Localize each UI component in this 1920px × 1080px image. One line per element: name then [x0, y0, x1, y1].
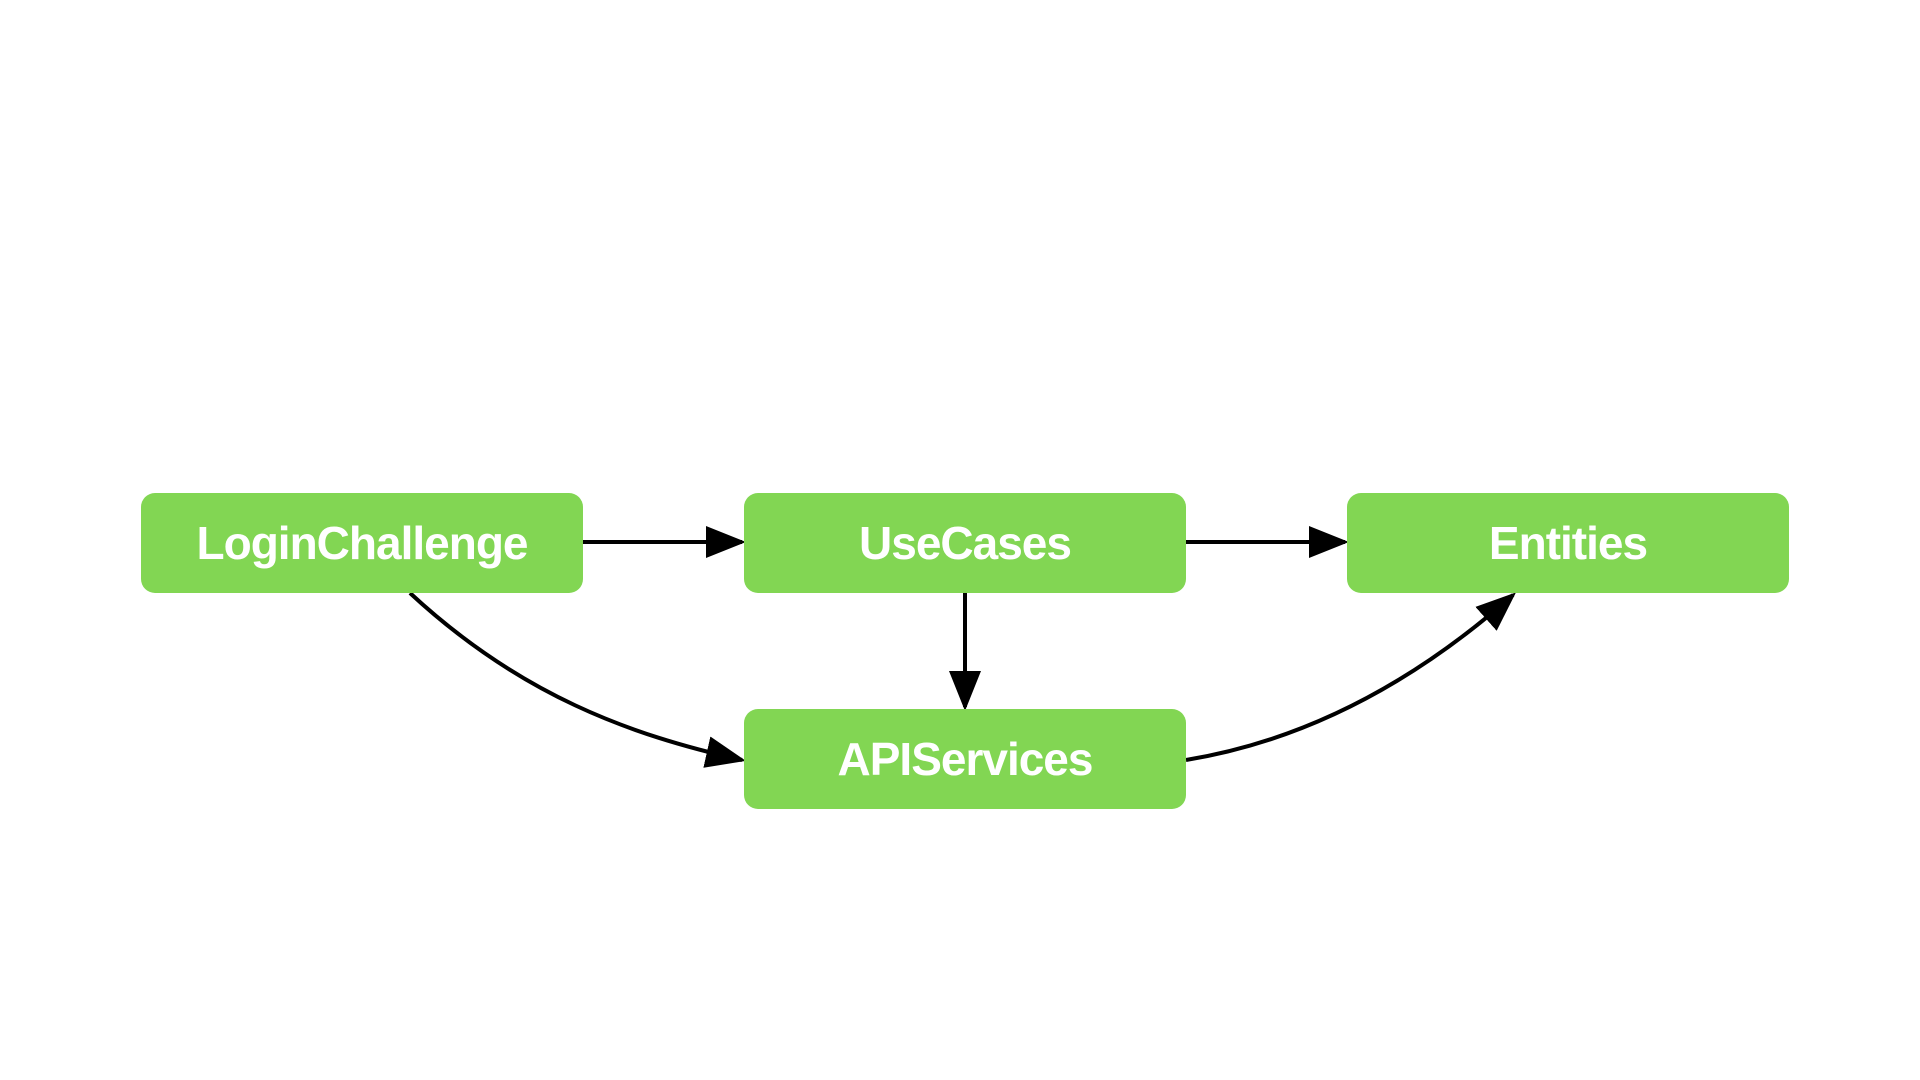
- node-loginchallenge: LoginChallenge: [141, 493, 583, 593]
- node-label-apiservices: APIServices: [837, 733, 1094, 785]
- node-usecases: UseCases: [744, 493, 1186, 593]
- node-apiservices: APIServices: [744, 709, 1186, 809]
- node-label-usecases: UseCases: [859, 517, 1072, 569]
- edge-loginchallenge-to-apiservices: [408, 591, 746, 768]
- node-label-loginchallenge: LoginChallenge: [196, 517, 529, 569]
- node-entities: Entities: [1347, 493, 1789, 593]
- edge-apiservices-to-entities: [1185, 592, 1516, 762]
- node-label-entities: Entities: [1488, 517, 1648, 569]
